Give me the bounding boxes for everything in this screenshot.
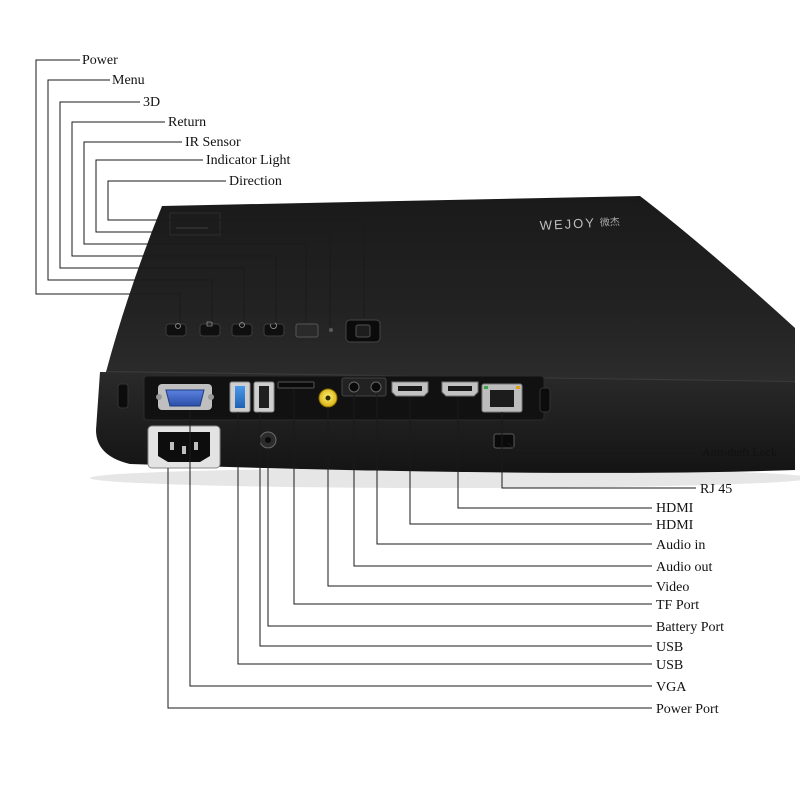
3d-button[interactable] [231,323,253,337]
indicator-light [329,328,333,332]
label-menu: Menu [112,73,145,88]
right-leader-lines [167,389,698,709]
return-icon [270,322,277,329]
brand-logo: WEJOY [539,215,596,233]
top-leader-lines [35,59,365,326]
control-panel [165,319,381,343]
3d-icon [239,322,245,328]
label-power-port: Power Port [656,702,719,717]
label-vga: VGA [656,680,687,695]
menu-icon [206,321,213,327]
label-ir-sensor: IR Sensor [185,135,241,150]
tf-port[interactable] [277,381,315,389]
power-button[interactable] [165,323,187,337]
label-hdmi-1: HDMI [656,501,694,516]
audio-in-port[interactable] [370,381,382,393]
port-panel [147,377,523,469]
label-tf-port: TF Port [656,598,699,613]
ir-sensor-window [295,323,319,338]
label-3d: 3D [143,95,160,110]
label-return: Return [168,115,206,130]
label-hdmi-2: HDMI [656,518,694,533]
label-power: Power [82,53,118,68]
label-usb-1: USB [656,640,683,655]
top-labels: Power Menu 3D Return IR Sensor Indicator… [82,53,290,189]
right-labels: Anti-theft Lock RJ 45 HDMI HDMI Audio in… [656,445,777,717]
label-battery-port: Battery Port [656,620,724,635]
label-video: Video [656,580,689,595]
label-indicator-light: Indicator Light [206,153,290,168]
menu-button[interactable] [199,323,221,337]
label-audio-out: Audio out [656,560,713,575]
audio-out-port[interactable] [348,381,360,393]
label-anti-theft-lock: Anti-theft Lock [702,445,777,459]
power-icon [175,323,181,329]
projector-top-surface [106,196,795,382]
label-rj45: RJ 45 [700,482,732,497]
label-usb-2: USB [656,658,683,673]
label-direction: Direction [229,174,282,189]
label-audio-in: Audio in [656,538,705,553]
return-button[interactable] [263,323,285,337]
brand-logo-cn: 微杰 [599,215,620,229]
